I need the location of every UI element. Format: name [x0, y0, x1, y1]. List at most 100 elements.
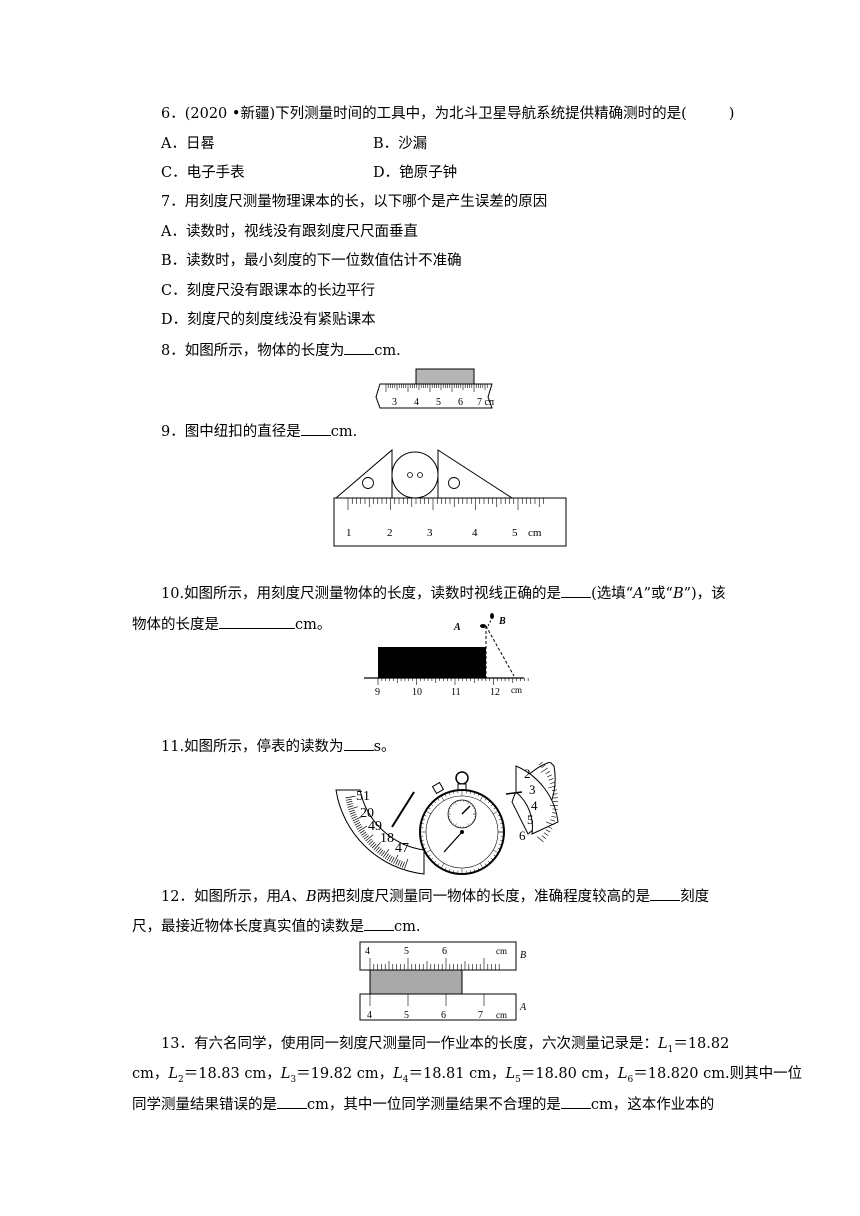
- tick-mark: [541, 835, 547, 839]
- q7-stem: 7．用刻度尺测量物理课本的长，以下哪个是产生误差的原因: [161, 194, 548, 210]
- tick-mark: [448, 869, 451, 873]
- q10-label-a: A: [453, 622, 461, 633]
- tick-mark: [490, 857, 494, 861]
- q9-left-triangle: [334, 448, 393, 499]
- tick-mark: [545, 829, 551, 833]
- q10-tick-label: 11: [451, 687, 461, 698]
- tick-mark: [467, 801, 470, 805]
- tick-mark: [352, 816, 362, 822]
- q10-label-b: B: [498, 616, 506, 627]
- q8-ruler-figure: 3 4 5 6 7 cm: [375, 368, 494, 409]
- tick-mark: [430, 803, 434, 807]
- tick-mark: [548, 785, 556, 789]
- q12-ruler-b-tick: 6: [442, 946, 447, 957]
- q12-object: [369, 969, 463, 995]
- q9-answer-blank[interactable]: [300, 421, 331, 436]
- q13-stem-line2: cm，L2＝18.83 cm，L3＝19.82 cm，L4＝18.81 cm，L…: [132, 1066, 803, 1085]
- q11-left-pointer: [391, 791, 415, 828]
- q12-ruler-b-tick: 5: [404, 946, 409, 957]
- q11-right-number: 4: [531, 798, 538, 813]
- q13-answer-blank-2[interactable]: [560, 1094, 591, 1109]
- q9-tick-label: 5: [512, 527, 518, 539]
- q11-button: [431, 781, 445, 795]
- q12-answer-blank-2[interactable]: [364, 916, 394, 931]
- q11-answer-blank[interactable]: [343, 736, 374, 751]
- q8-tick-label: 5: [436, 397, 441, 408]
- tick-mark: [499, 818, 503, 821]
- tick-mark: [552, 808, 558, 810]
- tick-mark: [470, 823, 472, 825]
- tick-mark: [345, 798, 352, 801]
- tick-mark: [440, 795, 445, 801]
- tick-mark: [473, 808, 475, 810]
- q11-second-hand: [443, 831, 463, 853]
- tick-mark: [453, 790, 455, 794]
- tick-mark: [490, 803, 494, 807]
- tick-mark: [440, 863, 445, 869]
- q9-tick-label: 4: [472, 527, 478, 539]
- q10-object: [378, 647, 486, 678]
- q8-tick-label: 4: [414, 397, 419, 408]
- tick-mark: [539, 762, 544, 766]
- q11-right-number: 6: [519, 828, 526, 843]
- q7-option-a[interactable]: A．读数时，视线没有跟刻度尺尺面垂直: [161, 224, 418, 240]
- q10-answer-blank-1[interactable]: [561, 583, 592, 598]
- q11-left-number: 51: [356, 789, 370, 804]
- q10-answer-blank-2[interactable]: [219, 614, 295, 629]
- q8-answer-blank[interactable]: [344, 340, 375, 355]
- tick-mark: [356, 825, 363, 830]
- tick-mark: [348, 806, 358, 810]
- tick-mark: [499, 843, 503, 846]
- q9-ruler: [333, 497, 567, 547]
- q12-ruler-b: [359, 941, 517, 971]
- q13-answer-blank-1[interactable]: [277, 1094, 307, 1109]
- q6-option-c[interactable]: C．电子手表: [161, 165, 245, 181]
- q6-option-d[interactable]: D．铯原子钟: [373, 165, 458, 181]
- tick-mark: [487, 800, 491, 804]
- tick-mark: [391, 857, 395, 863]
- q12-ruler-a-tick: 4: [367, 1010, 372, 1021]
- tick-mark: [354, 822, 361, 826]
- q11-right-pointer: [505, 791, 523, 795]
- q12-answer-blank-1[interactable]: [650, 886, 681, 901]
- q6-stem: 6．(2020 •新疆)下列测量时间的工具中，为北斗卫星导航系统提供精确测时的是…: [161, 106, 735, 122]
- tick-mark: [546, 821, 554, 826]
- q6-option-a[interactable]: A．日晷: [161, 136, 215, 152]
- tick-mark: [448, 791, 451, 795]
- tick-mark: [421, 818, 425, 821]
- tick-mark: [473, 869, 476, 873]
- q9-tick-label: 2: [387, 527, 393, 539]
- tick-mark: [449, 808, 451, 810]
- q9-tick-label: 3: [427, 527, 433, 539]
- q11-crown: [455, 771, 469, 785]
- tick-mark: [452, 803, 454, 805]
- q12-ruler-a-tick: 7: [478, 1010, 483, 1021]
- tick-mark: [550, 819, 556, 822]
- q9-button: [391, 451, 439, 499]
- q9-tick-label: 1: [346, 527, 352, 539]
- tick-mark: [541, 764, 546, 768]
- tick-mark: [355, 824, 362, 828]
- tick-mark: [467, 823, 470, 827]
- tick-mark: [366, 838, 372, 844]
- q11-right-number: 3: [529, 782, 536, 797]
- tick-mark: [500, 823, 504, 825]
- tick-mark: [493, 849, 499, 854]
- tick-mark: [547, 774, 552, 778]
- tick-mark: [477, 867, 480, 871]
- tick-mark: [365, 834, 374, 842]
- tick-mark: [363, 835, 369, 840]
- q7-option-b[interactable]: B．读数时，最小刻度的下一位数值估计不准确: [161, 253, 462, 269]
- q7-option-d[interactable]: D．刻度尺的刻度线没有紧贴课本: [161, 312, 376, 328]
- q11-left-magnifier: [335, 789, 425, 875]
- tick-mark: [540, 767, 548, 773]
- q10-tick-label: 9: [375, 687, 380, 698]
- tick-mark: [360, 831, 367, 836]
- q7-option-c[interactable]: C．刻度尺没有跟课本的长边平行: [161, 283, 376, 299]
- q8-tick-label: 7 cm: [477, 397, 494, 408]
- tick-mark: [551, 812, 557, 814]
- tick-mark: [362, 833, 368, 838]
- q6-option-b[interactable]: B．沙漏: [373, 136, 428, 152]
- tick-mark: [497, 814, 501, 817]
- q12-stem-line1: 12．如图所示，用A、B两把刻度尺测量同一物体的长度，准确程度较高的是刻度: [161, 886, 709, 907]
